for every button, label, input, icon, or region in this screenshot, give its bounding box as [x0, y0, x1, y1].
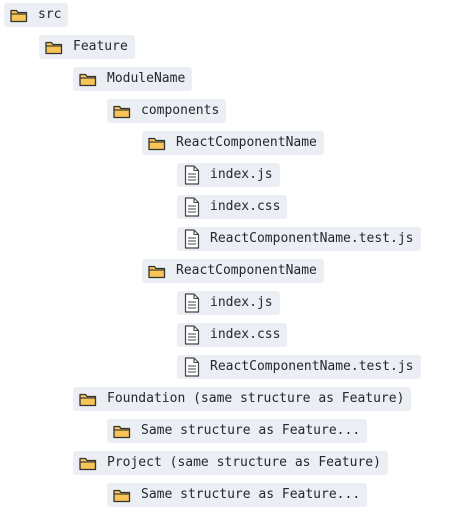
folder-icon	[112, 101, 132, 121]
folder-label: components	[141, 103, 220, 118]
folder-icon	[78, 453, 98, 473]
folder-src[interactable]: src	[4, 3, 69, 27]
folder-icon	[78, 69, 98, 89]
file-index-js[interactable]: index.js	[177, 163, 280, 187]
folder-label: Project (same structure as Feature)	[107, 455, 381, 470]
folder-components[interactable]: components	[107, 99, 227, 123]
folder-project[interactable]: Project (same structure as Feature)	[73, 451, 388, 475]
folder-react-component[interactable]: ReactComponentName	[142, 131, 324, 155]
folder-icon	[44, 37, 64, 57]
file-label: index.css	[210, 199, 281, 214]
file-label: ReactComponentName.test.js	[210, 231, 414, 246]
file-index-js[interactable]: index.js	[177, 291, 280, 315]
folder-foundation[interactable]: Foundation (same structure as Feature)	[73, 387, 412, 411]
folder-react-component[interactable]: ReactComponentName	[142, 259, 324, 283]
folder-icon	[78, 389, 98, 409]
folder-label: Feature	[73, 39, 128, 54]
folder-feature[interactable]: Feature	[39, 35, 135, 59]
file-label: ReactComponentName.test.js	[210, 359, 414, 374]
folder-icon	[147, 133, 167, 153]
folder-label: ReactComponentName	[176, 263, 317, 278]
file-icon	[182, 165, 202, 185]
file-test-js[interactable]: ReactComponentName.test.js	[177, 355, 421, 379]
file-label: index.js	[210, 167, 273, 182]
file-icon	[182, 229, 202, 249]
folder-foundation-placeholder[interactable]: Same structure as Feature...	[107, 419, 368, 443]
folder-label: Same structure as Feature...	[141, 423, 361, 438]
file-index-css[interactable]: index.css	[177, 195, 288, 219]
folder-icon	[147, 261, 167, 281]
folder-label: src	[38, 7, 62, 22]
file-icon	[182, 293, 202, 313]
file-index-css[interactable]: index.css	[177, 323, 288, 347]
file-icon	[182, 197, 202, 217]
folder-project-placeholder[interactable]: Same structure as Feature...	[107, 483, 368, 507]
folder-icon	[112, 421, 132, 441]
file-test-js[interactable]: ReactComponentName.test.js	[177, 227, 421, 251]
folder-module-name[interactable]: ModuleName	[73, 67, 193, 91]
folder-icon	[9, 5, 29, 25]
folder-label: ReactComponentName	[176, 135, 317, 150]
folder-label: ModuleName	[107, 71, 186, 86]
file-icon	[182, 325, 202, 345]
folder-label: Foundation (same structure as Feature)	[107, 391, 405, 406]
file-icon	[182, 357, 202, 377]
file-label: index.css	[210, 327, 281, 342]
folder-icon	[112, 485, 132, 505]
folder-label: Same structure as Feature...	[141, 487, 361, 502]
file-label: index.js	[210, 295, 273, 310]
